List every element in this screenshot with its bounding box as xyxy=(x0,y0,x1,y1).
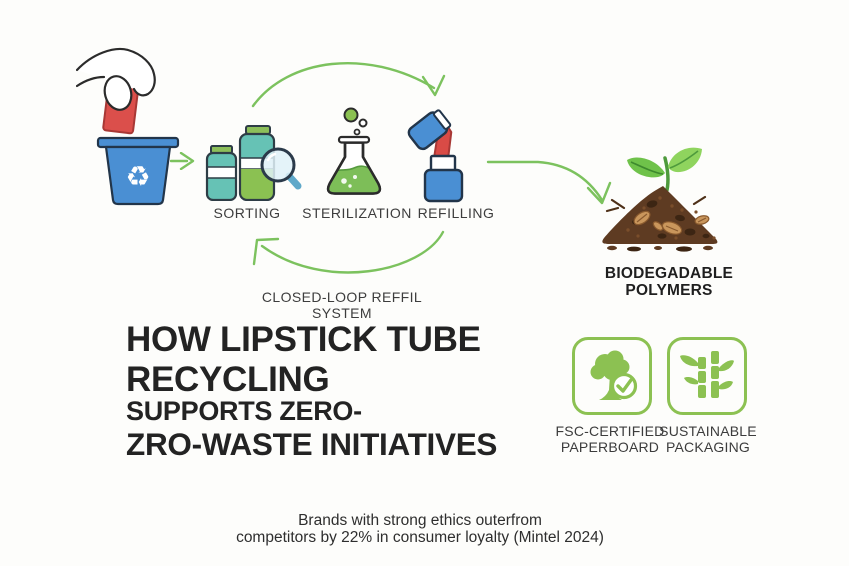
tree-check-icon xyxy=(590,350,638,400)
badge-fsc-certified xyxy=(572,337,652,415)
arrow-bin-to-sorting-icon xyxy=(170,152,195,170)
footnote-line1: Brands with strong ethics outerfrom xyxy=(298,512,542,529)
step-label-sterilization: STERILIZATION xyxy=(302,205,412,221)
arrow-loop-top-icon xyxy=(251,62,446,108)
badge-sustainable-packaging xyxy=(667,337,747,415)
arrow-to-compost-icon xyxy=(486,160,612,205)
closed-loop-label: CLOSED-LOOP REFFIL SYSTEM xyxy=(261,289,423,321)
step-label-sorting: SORTING xyxy=(213,205,281,221)
badge-label-fsc: FSC-CERTIFIED PAPERBOARD xyxy=(545,423,675,455)
compost-sprout-icon xyxy=(602,147,718,252)
badge-sustainable-line1: SUSTAINABLE xyxy=(659,423,757,439)
biodegradable-polymers-label: BIODEGADABLE POLYMERS xyxy=(589,265,749,299)
recycling-bin-icon: ♻ xyxy=(96,136,180,206)
title-line-1: HOW LIPSTICK TUBE xyxy=(126,320,481,359)
refilling-lipstick-icon xyxy=(407,109,464,203)
badge-fsc-line2: PAPERBOARD xyxy=(560,438,660,455)
badge-sustainable-line2: PACKAGING xyxy=(665,438,750,455)
badge-fsc-line1: FSC-CERTIFIED xyxy=(555,423,665,439)
sorting-bottles-magnifier-icon xyxy=(205,125,302,201)
bamboo-icon xyxy=(680,351,734,398)
recycle-symbol: ♻ xyxy=(125,160,150,193)
biodegradable-line2: POLYMERS xyxy=(625,281,713,299)
footnote: Brands with strong ethics outerfrom comp… xyxy=(150,512,690,546)
title-line-4: ZRO-WASTE INITIATIVES xyxy=(126,426,498,462)
biodegradable-line1: BIODEGADABLE xyxy=(604,265,734,282)
sterilization-flask-icon xyxy=(326,107,382,195)
title-line-2: RECYCLING xyxy=(126,360,330,399)
badge-label-sustainable: SUSTAINABLE PACKAGING xyxy=(643,423,773,455)
footnote-line2: competitors by 22% in consumer loyalty (… xyxy=(236,529,604,546)
arrow-loop-bottom-icon xyxy=(252,230,445,274)
title-line-3: SUPPORTS ZERO- xyxy=(126,396,362,426)
hand-dropping-lipstick-icon xyxy=(76,47,156,135)
step-label-refilling: REFILLING xyxy=(417,205,495,221)
